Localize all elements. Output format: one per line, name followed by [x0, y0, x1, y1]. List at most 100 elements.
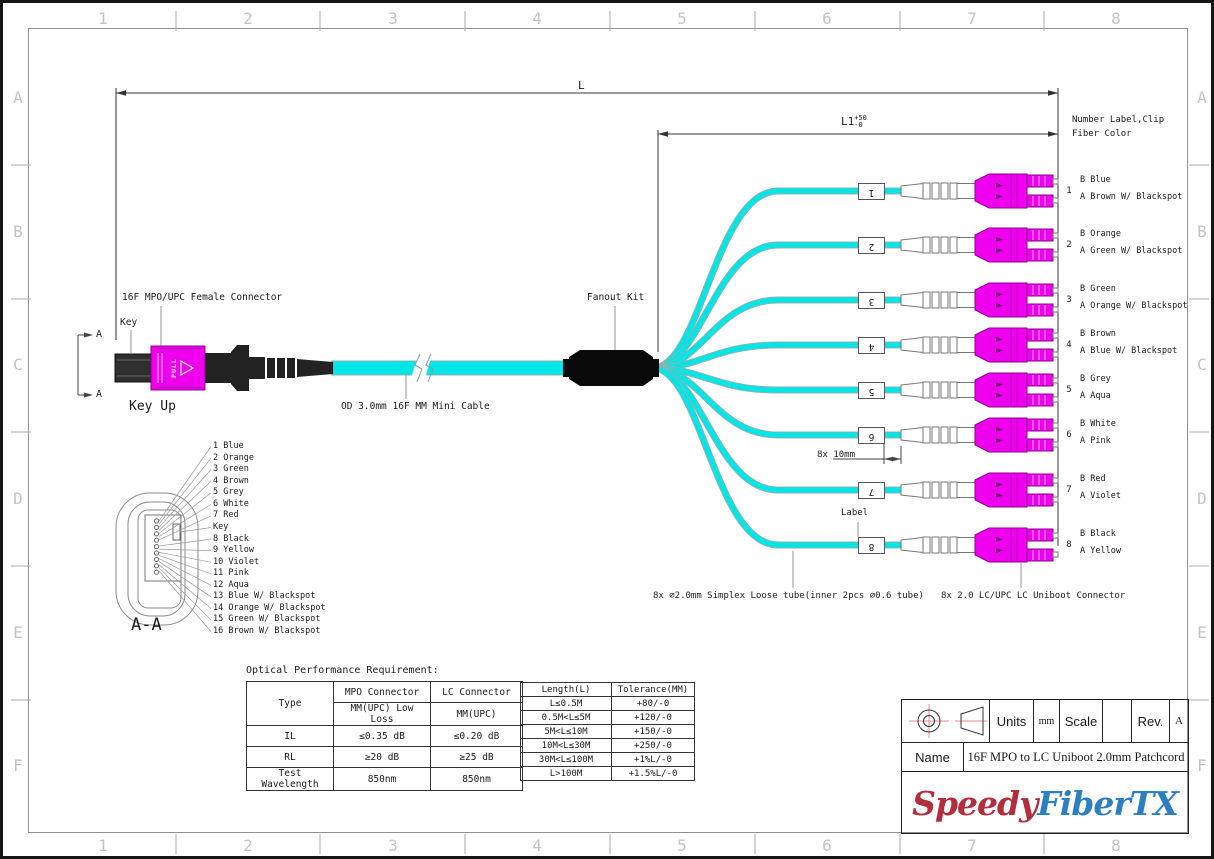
- zone-col-label: 8: [1111, 9, 1121, 28]
- pinout-item: 10 Violet: [213, 556, 260, 567]
- optical-row-lc: ≥25 dB: [430, 746, 523, 768]
- dim-L1-tolerance: +50-0: [854, 115, 867, 129]
- zone-row-label: E: [13, 623, 23, 642]
- leg-annotation-number: 5: [1066, 385, 1072, 395]
- zone-row-label: A: [13, 88, 23, 107]
- pinout-item: 16 Brown W/ Blackspot: [213, 626, 321, 636]
- length-tolerance-table: Length(L) Tolerance(MM) L≤0.5M+80/-0 0.5…: [520, 682, 695, 781]
- optical-mpo-subheader: MM(UPC) Low Loss: [333, 702, 431, 726]
- leg-b-fiber: B Brown: [1080, 329, 1116, 339]
- zone-col-label: 4: [532, 836, 542, 855]
- leg-b-fiber: B White: [1080, 419, 1116, 429]
- leg-a-fiber: A Blue W/ Blackspot: [1080, 346, 1178, 356]
- callout-clip-line1: Number Label,Clip: [1072, 115, 1165, 125]
- zone-col-label: 3: [388, 9, 398, 28]
- leg-a-fiber: A Yellow: [1080, 546, 1121, 556]
- optical-lc-subheader: MM(UPC): [430, 702, 523, 726]
- optical-mpo-header: MPO Connector: [333, 681, 431, 703]
- pinout-item: 9 Yellow: [213, 545, 254, 556]
- tolerance-length: 0.5M<L≤5M: [520, 710, 612, 725]
- title-block-name-row: Name 16F MPO to LC Uniboot 2.0mm Patchco…: [902, 743, 1188, 772]
- inner-border-frame: [28, 28, 1188, 833]
- zone-col-label: 3: [388, 836, 398, 855]
- tolerance-value: +150/-0: [611, 724, 695, 739]
- section-view-title: A-A: [131, 615, 162, 635]
- callout-label: Label: [841, 508, 869, 518]
- pinout-item: 6 White: [213, 498, 249, 509]
- leg-number-label: 8: [858, 537, 885, 554]
- title-block-top-row: Units mm Scale Rev. A: [902, 700, 1188, 743]
- zone-row-label: C: [13, 355, 23, 374]
- optical-row-name: IL: [246, 725, 334, 747]
- tolerance-length: L>100M: [520, 766, 612, 781]
- section-letter-bottom: A: [96, 389, 103, 400]
- leg-b-fiber: B Red: [1080, 474, 1106, 484]
- third-angle-projection-icon: [908, 704, 987, 738]
- units-label: Units: [990, 700, 1034, 742]
- drawing-name: 16F MPO to LC Uniboot 2.0mm Patchcord: [967, 749, 1185, 764]
- pinout-item: 7 Red: [213, 510, 239, 521]
- optical-row-mpo: 850nm: [333, 767, 431, 791]
- zone-col-label: 6: [822, 836, 832, 855]
- pinout-item: 12 Aqua: [213, 579, 249, 590]
- leg-a-fiber: A Violet: [1080, 491, 1121, 501]
- dim-L1-tol-minus: -0: [854, 121, 863, 129]
- optical-type-header: Type: [246, 681, 334, 726]
- tolerance-length: 10M<L≤30M: [520, 738, 612, 753]
- zone-row-label: D: [13, 489, 23, 508]
- zone-col-label: 2: [243, 836, 253, 855]
- pinout-item: 5 Grey: [213, 487, 244, 498]
- zone-row-label: A: [1197, 88, 1207, 107]
- zone-col-label: 1: [98, 836, 108, 855]
- tolerance-value: +250/-0: [611, 738, 695, 753]
- zone-row-label: D: [1197, 489, 1207, 508]
- leg-annotation-number: 6: [1066, 430, 1072, 440]
- tolerance-value: +1.5%L/-0: [611, 766, 695, 781]
- leg-b-fiber: B Orange: [1080, 229, 1121, 239]
- zone-col-label: 4: [532, 9, 542, 28]
- units-value: mm: [1034, 700, 1060, 742]
- leg-b-fiber: B Green: [1080, 284, 1116, 294]
- zone-col-label: 5: [677, 836, 687, 855]
- leg-a-fiber: A Orange W/ Blackspot: [1080, 301, 1188, 311]
- dim-L1-value: L1: [841, 115, 855, 128]
- pinout-item: 4 Brown: [213, 475, 249, 486]
- zone-col-label: 7: [967, 836, 977, 855]
- tolerance-length: L≤0.5M: [520, 696, 612, 711]
- callout-clip-line2: Fiber Color: [1072, 129, 1132, 139]
- optical-performance-table: Type MPO Connector LC Connector MM(UPC) …: [246, 681, 523, 791]
- tolerance-length: 30M<L≤100M: [520, 752, 612, 767]
- leg-number-label: 5: [858, 382, 885, 399]
- zone-col-label: 8: [1111, 836, 1121, 855]
- dim-L1-tol-plus: +50: [854, 114, 867, 122]
- zone-col-label: 2: [243, 9, 253, 28]
- tolerance-tol-header: Tolerance(MM): [611, 682, 695, 697]
- callout-mpo-connector: 16F MPO/UPC Female Connector: [122, 292, 283, 303]
- zone-col-label: 5: [677, 9, 687, 28]
- scale-value-cell: [1103, 700, 1132, 742]
- pinout-item: 8 Black: [213, 533, 249, 544]
- leg-number-label: 7: [858, 482, 885, 499]
- tolerance-value: +120/-0: [611, 710, 695, 725]
- zone-row-label: B: [13, 222, 23, 241]
- pinout-item: 2 Orange: [213, 452, 254, 463]
- callout-key: Key: [120, 317, 138, 328]
- leg-b-fiber: B Blue: [1080, 175, 1111, 185]
- callout-fanout-kit: Fanout Kit: [587, 292, 645, 303]
- leg-number-label: 1: [858, 183, 885, 200]
- zone-row-label: F: [1197, 756, 1207, 775]
- optical-row-lc: ≤0.20 dB: [430, 725, 523, 747]
- optical-row-name: RL: [246, 746, 334, 768]
- title-block: Units mm Scale Rev. A Name 16F MPO to LC…: [901, 699, 1189, 834]
- zone-row-label: E: [1197, 623, 1207, 642]
- callout-key-up: Key Up: [129, 399, 176, 414]
- leg-number-label: 3: [858, 292, 885, 309]
- leg-number-label: 6: [858, 427, 885, 444]
- tolerance-length: 5M<L≤10M: [520, 724, 612, 739]
- leg-a-fiber: A Green W/ Blackspot: [1080, 246, 1183, 256]
- optical-row-lc: 850nm: [430, 767, 523, 791]
- leg-annotation-number: 1: [1066, 186, 1072, 196]
- optical-table-heading: Optical Performance Requirement:: [246, 665, 439, 676]
- pinout-item: 13 Blue W/ Blackspot: [213, 591, 316, 602]
